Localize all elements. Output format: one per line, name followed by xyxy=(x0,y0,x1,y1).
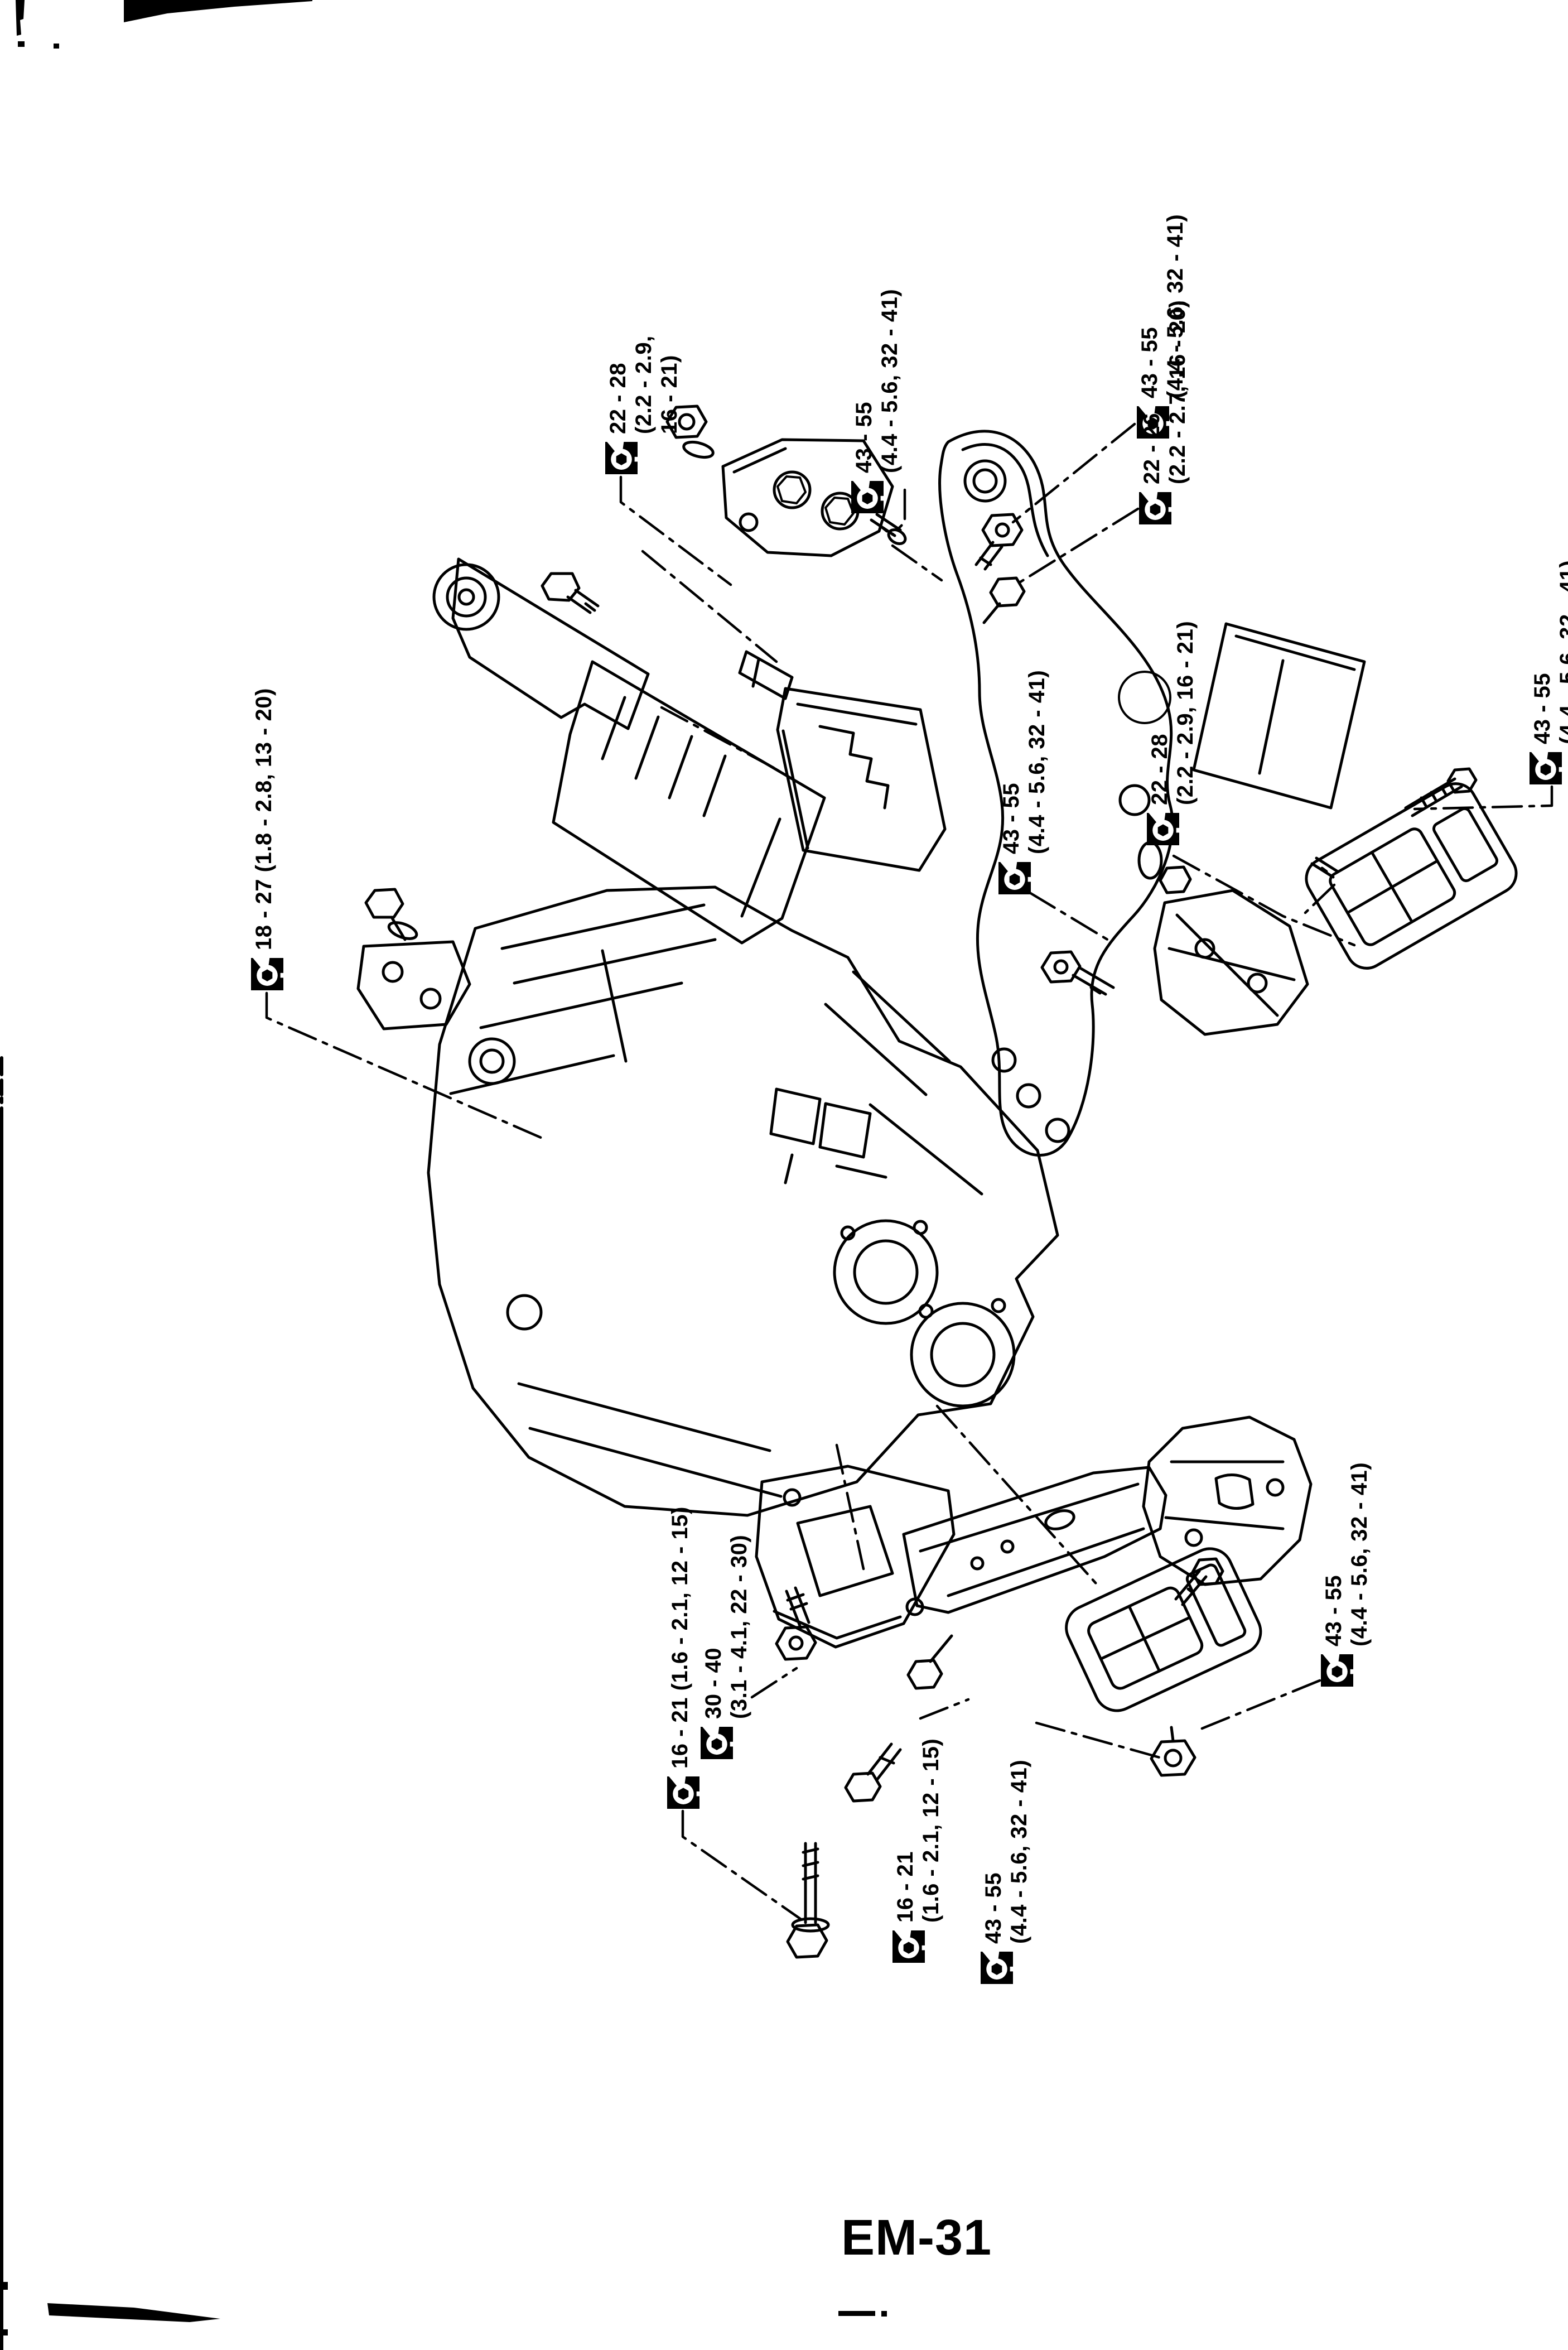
torque-callout-text: 18 - 27 (1.8 - 2.8, 13 - 20) xyxy=(251,688,277,950)
torque-callout: 43 - 55(4.4 - 5.6, 32 - 41) xyxy=(998,670,1050,894)
torque-wrench-icon xyxy=(1530,752,1562,784)
torque-callout-text: 43 - 55(4.4 - 5.6, 32 - 41) xyxy=(851,289,903,473)
torque-wrench-icon xyxy=(1321,1654,1353,1687)
torque-value-line: 16 - 21 xyxy=(893,1851,918,1923)
torque-callout-text: 30 - 40(3.1 - 4.1, 22 - 30) xyxy=(701,1535,752,1719)
torque-detail-line: (2.2 - 2.9, xyxy=(631,335,656,434)
page-code: EM-31 xyxy=(841,2210,992,2266)
crossmember-assembly xyxy=(755,1415,1313,1959)
torque-wrench-icon xyxy=(667,1776,699,1809)
torque-wrench-icon xyxy=(1147,813,1179,845)
torque-wrench-icon xyxy=(1147,813,1179,845)
leader-lines xyxy=(265,422,1553,1921)
torque-wrench-icon xyxy=(1137,406,1169,439)
torque-wrench-icon xyxy=(667,1776,699,1809)
torque-detail-line: (4.4 - 5.6, 32 - 41) xyxy=(1347,1462,1372,1646)
torque-detail-line: 16 - 21) xyxy=(657,355,682,434)
torque-value-line: 22 - 26 xyxy=(1140,412,1164,484)
torque-detail-line: (4.4 - 5.6, 32 - 41) xyxy=(1007,1759,1031,1944)
torque-callout-text: 22 - 28(2.2 - 2.9,16 - 21) xyxy=(605,335,682,434)
torque-value-line: 30 - 40 xyxy=(701,1647,726,1719)
torque-wrench-icon xyxy=(892,1930,925,1963)
torque-wrench-icon xyxy=(1321,1654,1353,1687)
torque-value-line: 18 - 27 (1.8 - 2.8, 13 - 20) xyxy=(252,688,276,950)
torque-callout-text: 43 - 55(4.4 - 5.6, 32 - 41) xyxy=(998,670,1050,854)
torque-detail-line: (4.4 - 5.6, 32 - 41) xyxy=(877,288,902,473)
engine-block-outline xyxy=(356,885,1059,1517)
torque-wrench-icon xyxy=(701,1727,733,1759)
torque-callout: 43 - 55(4.4 - 5.6, 32 - 41) xyxy=(1321,1462,1372,1687)
right-engine-mount xyxy=(1040,622,1518,1036)
torque-value-line: 22 - 28 xyxy=(606,362,630,434)
torque-callout-text: 43 - 55(4.4 - 5.6, 32 - 41) xyxy=(981,1760,1032,1944)
torque-callout: 22 - 28(2.2 - 2.9, 16 - 21) xyxy=(1147,621,1198,845)
torque-wrench-icon xyxy=(1139,492,1171,524)
torque-wrench-icon xyxy=(998,862,1031,894)
torque-callout: 22 - 28(2.2 - 2.9,16 - 21) xyxy=(605,335,682,474)
torque-value-line: 43 - 55 xyxy=(1321,1574,1346,1646)
torque-callout: 43 - 55(4.4 - 5.6, 32 - 41) xyxy=(851,289,903,513)
torque-callout: 16 - 21 (1.6 - 2.1, 12 - 15) xyxy=(667,1506,699,1809)
torque-callout: 43 - 55(4.4 - 5.6, 32 - 41) xyxy=(1137,214,1188,439)
torque-wrench-icon xyxy=(251,958,283,990)
torque-wrench-icon xyxy=(851,481,884,513)
torque-wrench-icon xyxy=(851,481,884,513)
torque-wrench-icon xyxy=(701,1727,733,1759)
torque-value-line: 43 - 55 xyxy=(852,401,876,473)
upper-mount-bracket-assembly xyxy=(665,404,1174,1157)
torque-callout: 43 - 55(4.4 - 5.6, 32 - 41) xyxy=(981,1760,1032,1984)
torque-callout-text: 22 - 28(2.2 - 2.9, 16 - 21) xyxy=(1147,621,1198,805)
torque-value-line: 43 - 55 xyxy=(999,782,1024,854)
scan-artifacts xyxy=(3,0,887,2335)
torque-value-line: 22 - 28 xyxy=(1147,733,1172,805)
torque-callout: 16 - 21(1.6 - 2.1, 12 - 15) xyxy=(892,1739,944,1963)
torque-wrench-icon xyxy=(981,1952,1013,1984)
torque-detail-line: (3.1 - 4.1, 22 - 30) xyxy=(727,1534,751,1719)
torque-value-line: 43 - 55 xyxy=(1530,672,1555,744)
torque-value-line: 43 - 55 xyxy=(981,1872,1006,1944)
torque-wrench-icon xyxy=(892,1930,925,1963)
torque-wrench-icon xyxy=(998,862,1031,894)
transmission-outline xyxy=(432,557,826,945)
torque-detail-line: (2.2 - 2.7, 16 - 20) xyxy=(1165,300,1190,484)
torque-callout-text: 43 - 55(4.4 - 5.6, 32 - 41) xyxy=(1321,1462,1372,1646)
torque-callout-text: 16 - 21(1.6 - 2.1, 12 - 15) xyxy=(892,1739,944,1923)
torque-wrench-icon xyxy=(1139,492,1171,524)
torque-callout: 22 - 26(2.2 - 2.7, 16 - 20) xyxy=(1139,300,1190,524)
torque-detail-line: (2.2 - 2.9, 16 - 21) xyxy=(1173,620,1198,805)
torque-value-line: 16 - 21 (1.6 - 2.1, 12 - 15) xyxy=(668,1506,692,1769)
torque-wrench-icon xyxy=(605,442,638,474)
torque-wrench-icon xyxy=(605,442,638,474)
torque-detail-line: (4.4 - 5.6, 32 - 41) xyxy=(1025,670,1049,854)
torque-wrench-icon xyxy=(1137,406,1169,439)
torque-wrench-icon xyxy=(981,1952,1013,1984)
torque-callout: 18 - 27 (1.8 - 2.8, 13 - 20) xyxy=(251,688,283,990)
torque-callout-text: 22 - 26(2.2 - 2.7, 16 - 20) xyxy=(1139,300,1190,484)
torque-detail-line: (4.4 - 5.6, 32 - 41) xyxy=(1556,560,1568,744)
torque-detail-line: (1.6 - 2.1, 12 - 15) xyxy=(919,1738,943,1923)
torque-callout: 43 - 55(4.4 - 5.6, 32 - 41) xyxy=(1530,560,1568,784)
torque-callout-text: 16 - 21 (1.6 - 2.1, 12 - 15) xyxy=(667,1506,693,1769)
torque-callout-text: 43 - 55(4.4 - 5.6, 32 - 41) xyxy=(1530,560,1568,744)
torque-wrench-icon xyxy=(251,958,283,990)
torque-wrench-icon xyxy=(1530,752,1562,784)
torque-callout: 30 - 40(3.1 - 4.1, 22 - 30) xyxy=(701,1535,752,1759)
